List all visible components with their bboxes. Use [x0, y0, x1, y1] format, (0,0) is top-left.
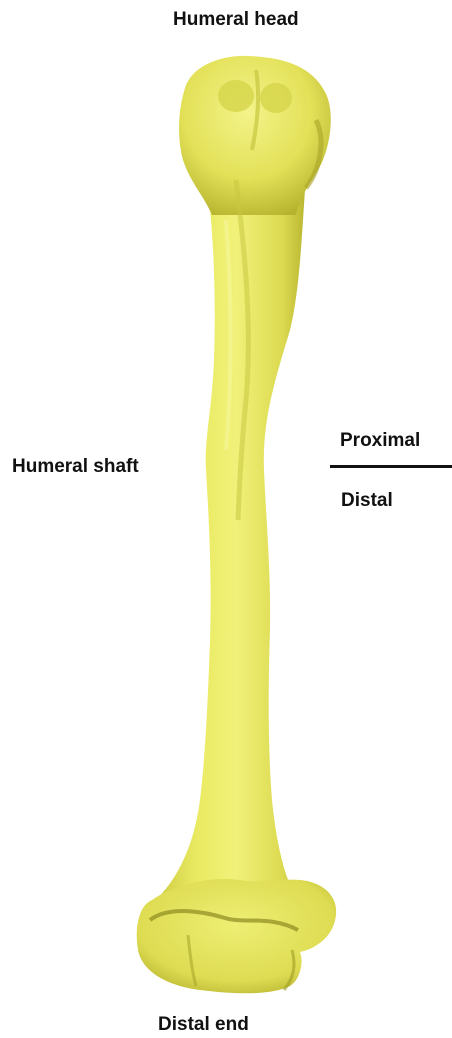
humeral-shaft-label: Humeral shaft [12, 457, 139, 476]
humeral-head-label: Humeral head [173, 10, 299, 29]
head-depression-left [218, 80, 254, 112]
distal-end-shape [137, 879, 336, 993]
proximal-label: Proximal [340, 431, 420, 450]
distal-end-label: Distal end [158, 1015, 249, 1034]
head-depression-right [260, 83, 292, 113]
distal-label: Distal [341, 491, 393, 510]
proximal-distal-divider [330, 465, 452, 468]
